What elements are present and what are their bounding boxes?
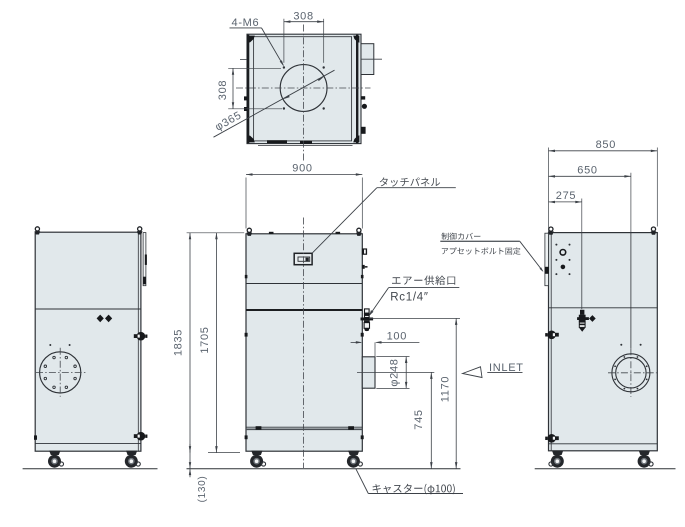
svg-text:4-M6: 4-M6 <box>232 17 260 29</box>
svg-text:308: 308 <box>217 80 229 100</box>
svg-text:850: 850 <box>596 139 616 151</box>
svg-text:Rc1/4″: Rc1/4″ <box>390 291 428 303</box>
svg-text:900: 900 <box>292 162 312 174</box>
svg-text:INLET: INLET <box>489 362 524 374</box>
svg-text:(130): (130) <box>197 476 208 503</box>
svg-text:275: 275 <box>556 190 576 202</box>
svg-text:1705: 1705 <box>199 326 211 353</box>
svg-text:1835: 1835 <box>172 329 184 356</box>
svg-text:100: 100 <box>387 331 407 343</box>
svg-text:308: 308 <box>293 10 313 22</box>
svg-text:1170: 1170 <box>439 376 451 402</box>
svg-text:745: 745 <box>413 409 425 429</box>
svg-text:650: 650 <box>577 164 597 176</box>
